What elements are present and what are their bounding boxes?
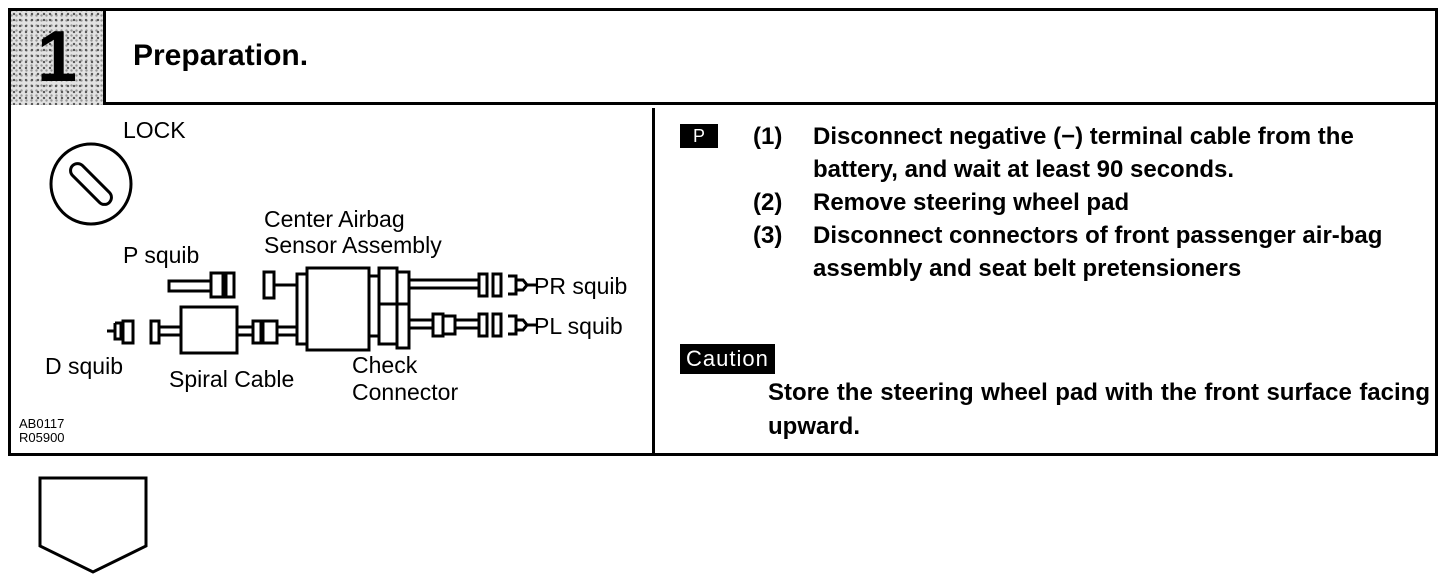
step-text: Remove steering wheel pad — [813, 189, 1130, 216]
p-squib-label: P squib — [123, 242, 200, 268]
caution-tag: Caution — [680, 344, 775, 374]
step-text: Disconnect negative (−) terminal cable f… — [813, 123, 1354, 183]
step-number-box: 1 — [11, 11, 106, 105]
pr-squib-connector-icon — [409, 272, 536, 298]
p-squib-connector-icon — [167, 271, 236, 299]
lock-label: LOCK — [123, 117, 186, 143]
pl-squib-connector-icon — [409, 312, 536, 338]
check-connector-icon — [367, 266, 411, 350]
center-sensor-label-line1: Center Airbag — [264, 206, 405, 232]
instructions-panel: P (1) Disconnect negative (−) terminal c… — [658, 108, 1435, 453]
diagram-panel: LOCK Center Airbag Sensor Assembly P squ… — [11, 108, 655, 453]
spiral-to-sensor-connector-icon — [237, 319, 297, 345]
check-connector-label-line1: Check — [352, 352, 418, 378]
ignition-lock-icon — [49, 142, 133, 226]
step-index: (3) — [753, 222, 783, 249]
caution-text: Store the steering wheel pad with the fr… — [768, 379, 1430, 440]
wiring-harness — [107, 266, 536, 355]
procedure-frame: 1 Preparation. — [8, 8, 1438, 456]
procedure-step: (1) Disconnect negative (−) terminal cab… — [753, 120, 1433, 186]
d-squib-connector-icon — [107, 319, 181, 345]
figure-code-1: AB0117 — [19, 416, 65, 431]
pl-squib-label: PL squib — [534, 313, 623, 339]
step-index: (2) — [753, 189, 783, 216]
pr-squib-label: PR squib — [534, 273, 628, 299]
procedure-steps: (1) Disconnect negative (−) terminal cab… — [753, 120, 1433, 285]
next-step-arrow-icon — [38, 476, 148, 574]
procedure-step: (2) Remove steering wheel pad — [753, 186, 1433, 219]
step-index: (1) — [753, 123, 783, 150]
check-connector-label-line2: Connector — [352, 379, 459, 405]
step-number: 1 — [36, 17, 78, 97]
airbag-wiring-diagram — [49, 142, 536, 355]
spiral-cable-box-icon — [179, 305, 239, 355]
center-sensor-box-icon — [305, 266, 371, 352]
procedure-tag: P — [680, 124, 718, 148]
spiral-cable-label: Spiral Cable — [169, 366, 295, 392]
step-header: 1 Preparation. — [11, 11, 1435, 105]
step-title: Preparation. — [133, 39, 309, 72]
procedure-step: (3) Disconnect connectors of front passe… — [753, 219, 1433, 285]
sensor-left-connector-icon — [262, 270, 309, 346]
figure-code-2: R05900 — [19, 430, 65, 445]
step-text: Disconnect connectors of front passenger… — [813, 222, 1383, 282]
center-sensor-label-line2: Sensor Assembly — [264, 232, 442, 258]
d-squib-label: D squib — [45, 353, 123, 379]
